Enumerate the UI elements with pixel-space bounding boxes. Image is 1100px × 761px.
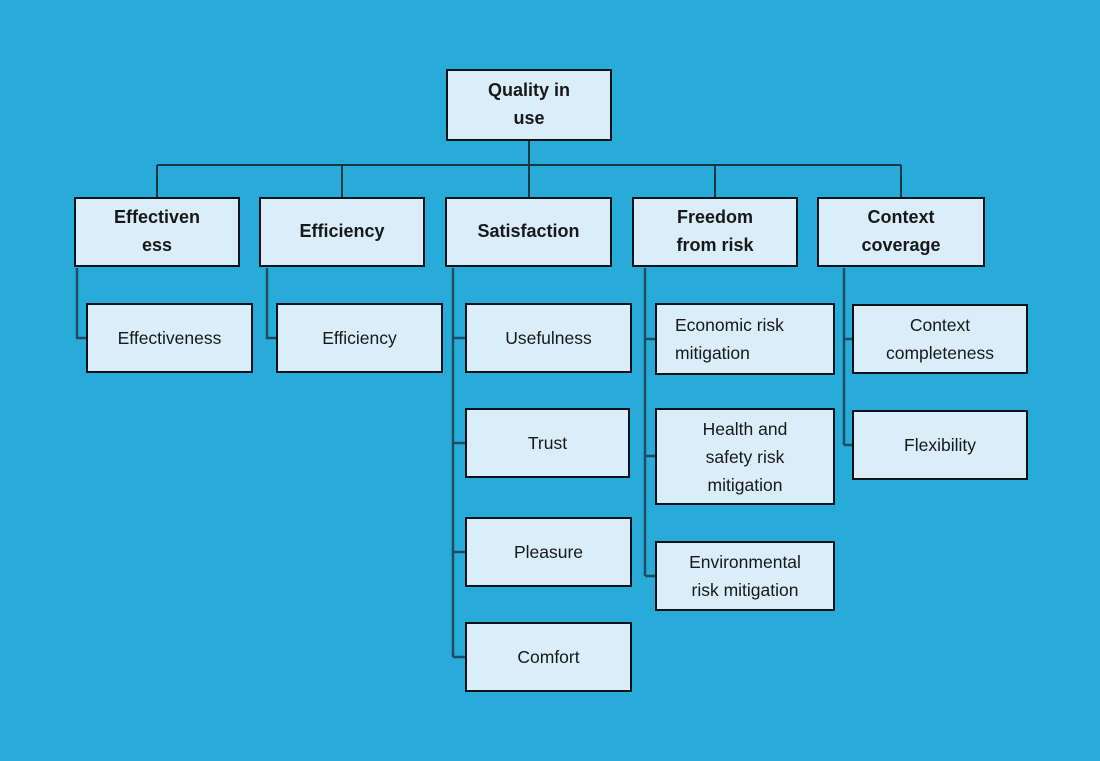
trunk-freedom xyxy=(643,268,655,578)
trunk-satisfaction xyxy=(451,268,465,659)
node-efficiency-leaf[interactable]: Efficiency xyxy=(276,303,443,373)
node-quality-in-use[interactable]: Quality in use xyxy=(446,69,612,141)
trunk-context xyxy=(842,268,852,447)
node-health-safety-risk-mitigation[interactable]: Health and safety risk mitigation xyxy=(655,408,835,505)
node-efficiency-branch[interactable]: Efficiency xyxy=(259,197,425,267)
node-pleasure[interactable]: Pleasure xyxy=(465,517,632,587)
node-economic-risk-mitigation[interactable]: Economic risk mitigation xyxy=(655,303,835,375)
node-effectiveness-leaf[interactable]: Effectiveness xyxy=(86,303,253,373)
node-flexibility[interactable]: Flexibility xyxy=(852,410,1028,480)
trunk-efficiency xyxy=(265,268,276,340)
node-freedom-from-risk-branch[interactable]: Freedom from risk xyxy=(632,197,798,267)
node-trust[interactable]: Trust xyxy=(465,408,630,478)
node-usefulness[interactable]: Usefulness xyxy=(465,303,632,373)
node-environmental-risk-mitigation[interactable]: Environmental risk mitigation xyxy=(655,541,835,611)
node-satisfaction-branch[interactable]: Satisfaction xyxy=(445,197,612,267)
node-comfort[interactable]: Comfort xyxy=(465,622,632,692)
node-effectiveness-branch[interactable]: Effectiven ess xyxy=(74,197,240,267)
trunk-effectiveness xyxy=(75,268,86,340)
node-context-completeness[interactable]: Context completeness xyxy=(852,304,1028,374)
node-context-coverage-branch[interactable]: Context coverage xyxy=(817,197,985,267)
